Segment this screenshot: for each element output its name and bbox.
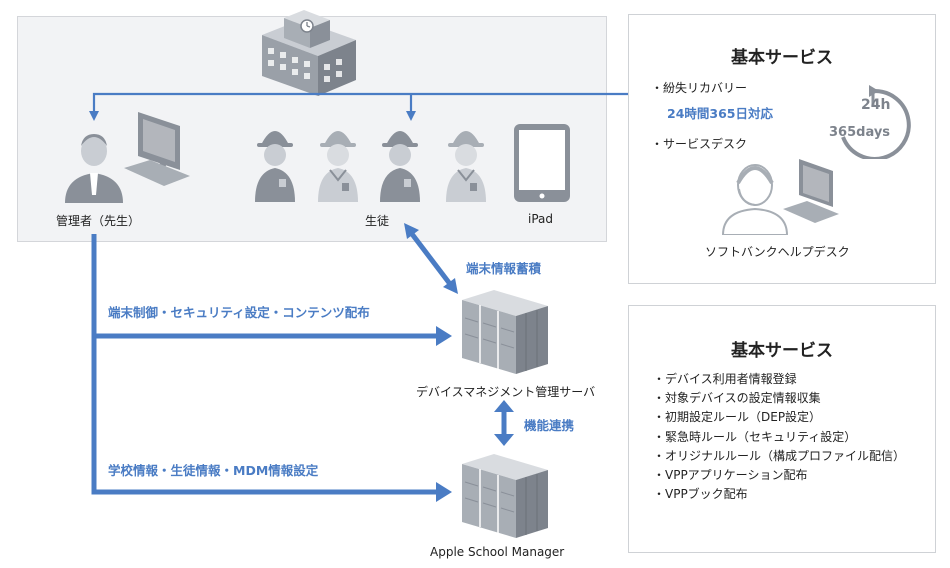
list-item: ・対象デバイスの設定情報収集 (653, 391, 821, 406)
service-feature-list: ・デバイス利用者情報登録 ・対象デバイスの設定情報収集 ・初期設定ルール（DEP… (653, 370, 905, 504)
mdm-server-icon (462, 290, 548, 374)
list-item: ・VPPアプリケーション配布 (653, 468, 808, 483)
admin-control-connector (91, 234, 452, 502)
asm-server-icon (462, 454, 548, 538)
student-boy-icon (255, 131, 295, 202)
admin-label: 管理者（先生） (56, 214, 141, 228)
school-info-label: 学校情報・生徒情報・MDM情報設定 (108, 463, 319, 478)
school-building-icon (262, 10, 356, 96)
ipad-icon (514, 124, 570, 202)
badge-hours-text: 24h (861, 97, 891, 113)
control-label: 端末制御・セキュリティ設定・コンテンツ配布 (108, 305, 370, 320)
distribution-connector (89, 92, 628, 121)
panel-title: 基本サービス (731, 341, 833, 361)
badge-days-text: 365days (829, 125, 891, 140)
basic-service-panel-1: 基本サービス ・紛失リカバリー 24時間365日対応 ・サービスデスク 24h … (628, 14, 936, 284)
device-data-label: 端末情報蓄積 (466, 261, 542, 276)
list-item: ・緊急時ルール（セキュリティ設定） (653, 429, 857, 444)
device-data-arrow (404, 223, 458, 294)
student-girl-icon (446, 131, 486, 202)
integration-arrow (494, 400, 514, 446)
clock-24h-icon (841, 85, 911, 159)
helpdesk-label: ソフトバンクヘルプデスク (705, 245, 850, 259)
desktop-computer-icon (124, 112, 190, 186)
admin-person-icon (65, 134, 123, 203)
asm-server-label: Apple School Manager (430, 545, 565, 559)
service-item-lost-recovery: ・紛失リカバリー (651, 81, 748, 95)
list-item: ・デバイス利用者情報登録 (653, 372, 797, 386)
basic-service-panel-2: 基本サービス ・デバイス利用者情報登録 ・対象デバイスの設定情報収集 ・初期設定… (628, 305, 936, 553)
ipad-label: iPad (528, 212, 554, 226)
panel-title: 基本サービス (731, 48, 833, 68)
integration-label: 機能連携 (524, 418, 575, 433)
student-girl-icon (318, 131, 358, 202)
list-item: ・VPPブック配布 (653, 487, 748, 502)
list-item: ・オリジナルルール（構成プロファイル配信） (653, 448, 906, 463)
student-boy-icon (380, 131, 420, 202)
support-hours-highlight: 24時間365日対応 (667, 106, 773, 121)
students-label: 生徒 (365, 214, 390, 228)
service-item-service-desk: ・サービスデスク (651, 137, 748, 151)
helpdesk-operator-icon (721, 159, 839, 235)
list-item: ・初期設定ルール（DEP設定） (653, 410, 822, 425)
mdm-server-label: デバイスマネジメント管理サーバ (416, 385, 596, 399)
